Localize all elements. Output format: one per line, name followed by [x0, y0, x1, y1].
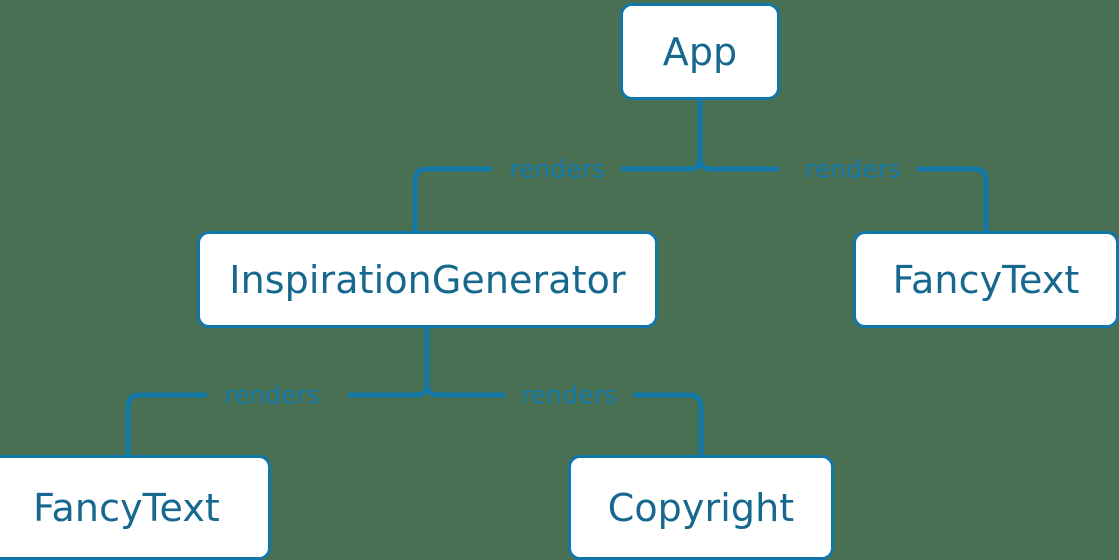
edge-label-app-fancytext: renders	[805, 154, 901, 184]
edge-label-inspgen-copyright: renders	[521, 380, 617, 410]
edge-app-trunk-left	[688, 100, 703, 172]
edge-label-app-inspgen: renders	[509, 154, 605, 184]
edge-inspgen-fancy-drop	[125, 392, 207, 455]
node-app[interactable]: App	[620, 3, 780, 100]
node-copyright-label: Copyright	[607, 485, 795, 530]
node-app-label: App	[662, 29, 738, 74]
node-fancytext-right[interactable]: FancyText	[853, 231, 1119, 328]
node-fancytext-right-label: FancyText	[892, 257, 1080, 302]
node-fancytext-left[interactable]: FancyText	[0, 455, 271, 560]
edge-inspgen-copyright-drop	[633, 392, 704, 455]
node-fancytext-left-label: FancyText	[33, 485, 220, 530]
edge-label-inspgen-fancytext: renders	[224, 380, 320, 410]
node-copyright[interactable]: Copyright	[568, 455, 834, 560]
node-inspirationgenerator-label: InspirationGenerator	[229, 257, 626, 302]
edge-app-inspgen-drop	[412, 166, 492, 231]
edge-inspgen-trunk-left	[415, 328, 430, 398]
edge-app-fancy-drop	[917, 166, 989, 231]
node-inspirationgenerator[interactable]: InspirationGenerator	[197, 231, 658, 328]
